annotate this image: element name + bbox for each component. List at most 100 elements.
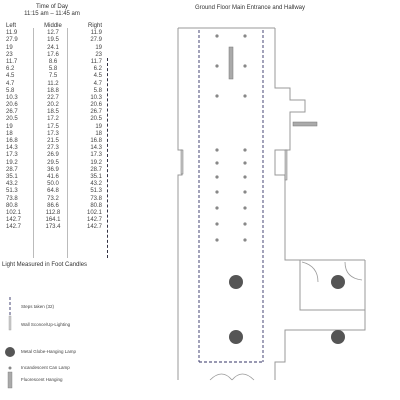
middle-value: 8.6 xyxy=(48,58,58,65)
right-value: 80.8 xyxy=(90,202,102,209)
left-value: 73.8 xyxy=(6,195,18,202)
globe-lamp xyxy=(229,275,243,289)
column-divider xyxy=(33,28,34,258)
right-value: 142.7 xyxy=(86,217,102,224)
can-lamp xyxy=(243,148,247,152)
middle-value: 50.0 xyxy=(47,181,59,188)
middle-value: 18.5 xyxy=(47,109,59,116)
left-value: 28.7 xyxy=(6,166,18,173)
right-value: 20.5 xyxy=(90,116,102,123)
recessed-lamps xyxy=(215,34,247,242)
door-side xyxy=(344,261,363,281)
middle-value: 7.5 xyxy=(48,73,58,80)
middle-value: 26.9 xyxy=(47,152,59,159)
can-lamp xyxy=(243,222,247,226)
right-value: 73.8 xyxy=(90,195,102,202)
right-value: 27.9 xyxy=(90,37,102,44)
col-middle-header: Middle xyxy=(44,23,62,29)
left-value: 4.5 xyxy=(6,73,15,80)
doors xyxy=(209,261,363,381)
left-wall xyxy=(177,28,183,380)
wall-sconce xyxy=(180,149,184,175)
table-row: 28.7 36.9 28.7 xyxy=(2,167,106,174)
left-value: 26.7 xyxy=(6,109,18,116)
can-lamp xyxy=(215,64,219,68)
middle-value: 164.1 xyxy=(45,217,61,224)
left-value: 4.7 xyxy=(6,80,15,87)
walking-path xyxy=(198,30,264,363)
legend-recessed-symbol xyxy=(8,366,12,370)
door-left xyxy=(209,373,233,381)
legend-wall-label: Wall Sconce/Up-Lighting xyxy=(21,322,71,327)
can-lamp xyxy=(243,34,247,38)
right-value: 35.1 xyxy=(90,173,102,180)
walls xyxy=(177,27,366,380)
legend-pendant-symbol xyxy=(5,347,15,357)
right-value: 6.2 xyxy=(93,66,102,73)
left-value: 142.7 xyxy=(6,217,22,224)
can-lamp xyxy=(243,175,247,179)
can-lamp xyxy=(215,222,219,226)
can-lamp xyxy=(215,190,219,194)
middle-value: 112.8 xyxy=(45,209,61,216)
middle-value: 73.2 xyxy=(47,195,59,202)
left-value: 19 xyxy=(6,44,13,51)
can-lamp xyxy=(243,94,247,98)
can-lamp xyxy=(215,238,219,242)
globe-lamp xyxy=(331,330,345,344)
right-value: 16.8 xyxy=(90,138,102,144)
time-range: 11:15 am – 11:45 am xyxy=(24,11,80,17)
wall-sconce xyxy=(284,149,288,181)
can-lamp xyxy=(215,161,219,165)
table-row: 73.8 73.2 73.8 xyxy=(2,196,106,203)
left-value: 11.7 xyxy=(6,58,18,65)
left-value: 17.3 xyxy=(6,152,18,159)
can-lamp xyxy=(215,94,219,98)
right-value: 28.7 xyxy=(90,166,102,173)
left-value: 6.2 xyxy=(6,66,15,73)
left-value: 51.3 xyxy=(6,188,18,195)
left-value: 10.3 xyxy=(6,94,18,101)
middle-value: 173.4 xyxy=(45,224,61,231)
can-lamp xyxy=(215,148,219,152)
wall-fixtures xyxy=(180,46,318,181)
middle-value: 11.2 xyxy=(47,80,59,87)
middle-value: 5.8 xyxy=(48,66,58,73)
left-value: 18 xyxy=(6,130,13,137)
left-value: 27.9 xyxy=(6,37,18,44)
middle-value: 17.5 xyxy=(47,123,59,130)
right-value: 51.3 xyxy=(90,188,102,195)
globe-lamps xyxy=(229,275,345,344)
can-lamp xyxy=(215,34,219,38)
left-value: 11.9 xyxy=(6,30,18,37)
right-value: 10.3 xyxy=(90,94,102,101)
middle-value: 18.8 xyxy=(47,87,59,94)
middle-value: 27.3 xyxy=(47,145,59,152)
can-lamp xyxy=(243,161,247,165)
right-value: 14.3 xyxy=(90,145,102,152)
table-footer: Light Measured in Foot Candles xyxy=(2,262,88,268)
middle-value: 36.9 xyxy=(47,166,59,173)
right-value: 4.7 xyxy=(93,80,102,87)
left-value: 80.8 xyxy=(6,202,18,209)
left-value: 43.2 xyxy=(6,181,18,188)
legend-pendant-label: Metal Globe-Hanging Lamp xyxy=(21,349,77,354)
table-row: 6.2 5.8 6.2 xyxy=(2,66,106,73)
right-value: 26.7 xyxy=(90,109,102,116)
legend-steps-label: Steps taken (32) xyxy=(21,304,55,309)
can-lamp xyxy=(243,64,247,68)
